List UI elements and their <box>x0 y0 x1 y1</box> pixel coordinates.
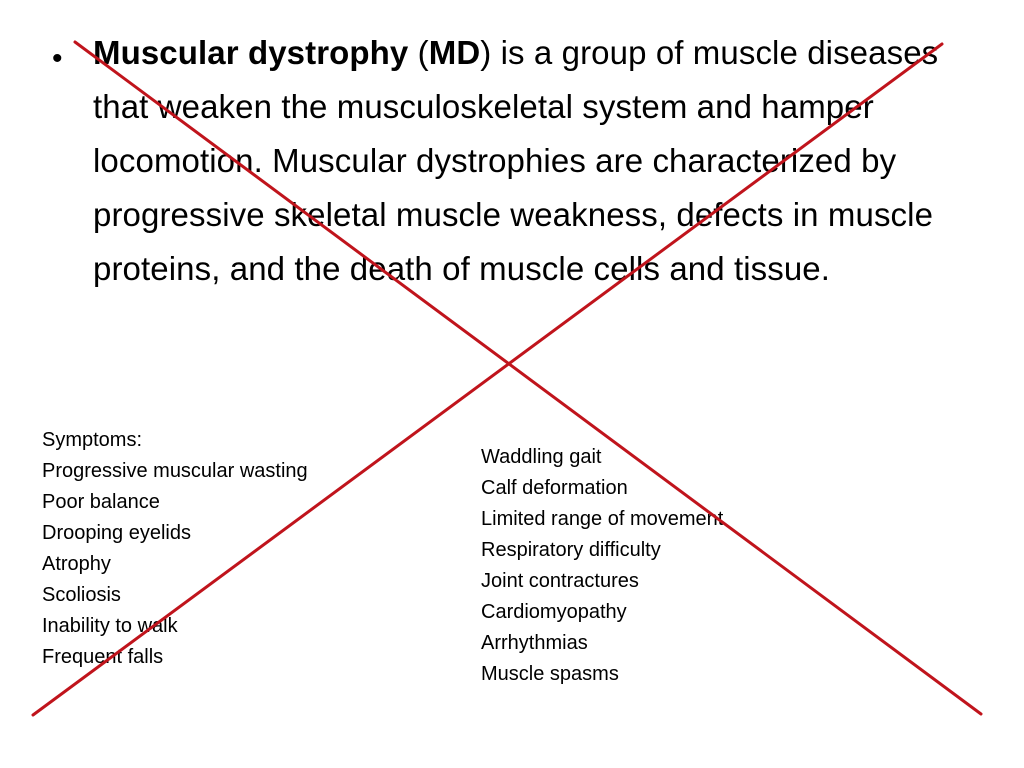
symptoms-list-right: Waddling gait Calf deformation Limited r… <box>481 442 723 690</box>
open-paren: ( <box>408 34 429 71</box>
term-muscular-dystrophy: Muscular dystrophy <box>93 34 409 71</box>
symptom-item: Poor balance <box>42 491 160 513</box>
definition-paragraph: Muscular dystrophy (MD) is a group of mu… <box>93 26 962 296</box>
symptom-item: Calf deformation <box>481 477 628 499</box>
symptoms-list-left: Symptoms: Progressive muscular wasting P… <box>42 425 308 673</box>
symptom-item: Waddling gait <box>481 446 602 468</box>
symptom-item: Frequent falls <box>42 646 164 668</box>
bullet-dot-icon: • <box>52 42 63 75</box>
definition-text: ) is a group of muscle diseases that wea… <box>93 34 939 287</box>
term-abbreviation: MD <box>428 34 481 71</box>
symptom-item: Cardiomyopathy <box>481 601 627 623</box>
symptom-item: Progressive muscular wasting <box>42 460 308 482</box>
symptom-item: Scoliosis <box>42 584 121 606</box>
symptom-item: Joint contractures <box>481 570 639 592</box>
symptoms-heading: Symptoms: <box>42 429 143 451</box>
symptom-item: Atrophy <box>42 553 111 575</box>
symptom-item: Muscle spasms <box>481 663 619 685</box>
symptom-item: Limited range of movement <box>481 508 724 530</box>
symptom-item: Drooping eyelids <box>42 522 191 544</box>
symptom-item: Arrhythmias <box>481 632 588 654</box>
symptom-item: Respiratory difficulty <box>481 539 661 561</box>
symptom-item: Inability to walk <box>42 615 178 637</box>
definition-bullet: • Muscular dystrophy (MD) is a group of … <box>52 26 962 296</box>
